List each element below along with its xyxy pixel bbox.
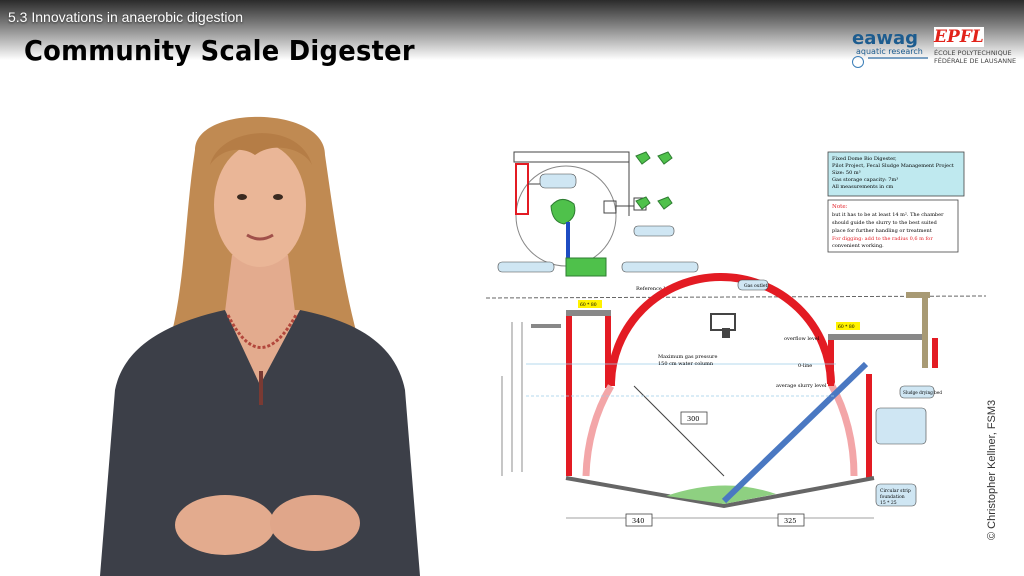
max-gas-pressure-2: 150 cm water column <box>658 361 714 367</box>
video-title-link[interactable]: 5.3 Innovations in anaerobic digestion <box>8 9 244 25</box>
video-title-bar: 5.3 Innovations in anaerobic digestion <box>0 0 1024 60</box>
note-line2: should guide the slurry to the best suit… <box>832 220 938 226</box>
circular-strip-2: foundation <box>880 494 905 500</box>
dimension-right-label: 325 <box>784 517 796 525</box>
reference-level-label: Reference level <box>636 286 676 292</box>
overflow-level-label: overflow level <box>784 336 820 342</box>
circular-strip-1: Circular strip <box>880 488 911 494</box>
gas-outlet-label: Gas outlet <box>744 283 768 289</box>
note-line3: place for further handling or treatment <box>832 228 932 234</box>
presenter-hand-left <box>175 495 275 555</box>
note-line1: but it has to be at least 14 m². The cha… <box>832 212 944 218</box>
presenter-mouth <box>246 233 274 241</box>
epfl-logo: EPFL ÉCOLE POLYTECHNIQUE FÉDÉRALE DE LAU… <box>930 27 1016 67</box>
eawag-logo-subtitle: aquatic research <box>856 47 923 56</box>
slide-title: Community Scale Digester <box>24 34 415 67</box>
epfl-logo-line1: ÉCOLE POLYTECHNIQUE <box>934 49 1012 57</box>
max-gas-pressure-1: Maximum gas pressure <box>658 354 717 360</box>
circular-strip-3: 15 * 25 <box>880 500 897 506</box>
note-label: Note: <box>832 204 848 210</box>
ground-line <box>486 295 986 299</box>
sludge-drying-bed-label: Sludge drying bed <box>903 390 942 395</box>
dimension-left-label: 340 <box>632 517 644 525</box>
presenter-image <box>100 116 420 576</box>
radius-label: 300 <box>687 415 699 423</box>
who-caption-lines <box>868 57 928 59</box>
note-line4: For digging: add to the radius 0,6 m for <box>832 236 933 242</box>
dome-upper <box>606 273 835 387</box>
section-view: overflow level 0-line average slurry lev… <box>501 273 942 527</box>
presenter-eye-left <box>237 194 247 200</box>
info-box: Fixed Dome Bio Digester, Pilot Project, … <box>827 151 965 197</box>
presenter-eye-right <box>273 194 283 200</box>
who-globe-icon <box>852 56 864 68</box>
presenter-fringe <box>210 133 312 165</box>
info-line4: Gas storage capacity: 7m³ <box>832 177 898 183</box>
info-line3: Size: 50 m³ <box>832 170 861 176</box>
average-slurry-label: average slurry level <box>776 383 827 389</box>
digester-floor <box>565 476 875 509</box>
plan-view <box>497 151 699 277</box>
info-line5: All measurements in cm <box>831 184 894 190</box>
epfl-logo-word: EPFL <box>934 27 984 47</box>
sludge-pile <box>666 485 776 504</box>
manhole-dim-label: 60 * 80 <box>580 302 597 308</box>
presenter-face <box>214 143 306 267</box>
eawag-logo: eawag aquatic research <box>846 28 928 68</box>
zero-line-label: 0-line <box>798 363 812 369</box>
image-credit: © Christopher Kellner, FSM3 <box>986 399 998 540</box>
note-line5: convenient working. <box>832 243 884 249</box>
eawag-logo-word: eawag <box>852 28 919 49</box>
dome-lower <box>582 384 615 477</box>
sludge-pipe <box>721 361 869 504</box>
info-line2: Pilot Project, Fecal Sludge Management P… <box>832 163 954 169</box>
presenter-neck <box>224 255 296 320</box>
epfl-logo-line2: FÉDÉRALE DE LAUSANNE <box>934 57 1017 65</box>
info-line1: Fixed Dome Bio Digester, <box>832 156 897 162</box>
manhole-dim-right-label: 60 * 80 <box>838 324 855 330</box>
note-box: Note: but it has to be at least 14 m². T… <box>827 199 959 253</box>
presenter-hand-right <box>270 495 360 551</box>
digester-diagram: Fixed Dome Bio Digester, Pilot Project, … <box>486 151 986 527</box>
